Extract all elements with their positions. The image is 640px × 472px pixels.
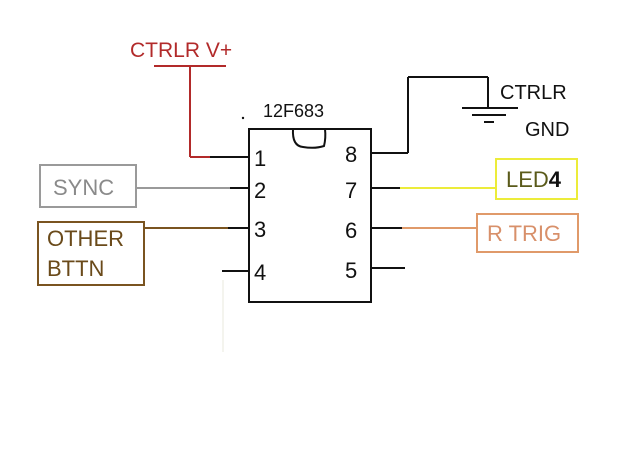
- pin-number-5: 5: [345, 258, 357, 283]
- chip-dot: [241, 116, 245, 120]
- other-label-line1: OTHER: [47, 226, 124, 251]
- pin-number-7: 7: [345, 178, 357, 203]
- pin-number-8: 8: [345, 142, 357, 167]
- chip-name: 12F683: [263, 101, 324, 121]
- rtrig-box: [476, 213, 579, 253]
- rtrig-label: R TRIG: [487, 221, 561, 246]
- other-label-line2: BTTN: [47, 256, 104, 281]
- led-label-suffix: 4: [549, 167, 562, 192]
- chip-body: [248, 128, 372, 303]
- vplus-label: CTRLR V+: [130, 39, 232, 62]
- led-label: LED4: [506, 167, 562, 192]
- pin-number-6: 6: [345, 218, 357, 243]
- pin-number-2: 2: [254, 178, 266, 203]
- pin-number-1: 1: [254, 146, 266, 171]
- sync-box: [39, 164, 137, 208]
- pin-number-3: 3: [254, 217, 266, 242]
- led-label-prefix: LED: [506, 167, 549, 192]
- gnd-label-line2: GND: [525, 119, 569, 141]
- sync-label: SYNC: [53, 175, 114, 200]
- gnd-label-line1: CTRLR: [500, 82, 567, 104]
- chip-notch: [291, 128, 327, 149]
- other-bttn-box: [37, 221, 145, 286]
- led-box: [495, 158, 578, 200]
- pin-number-4: 4: [254, 260, 266, 285]
